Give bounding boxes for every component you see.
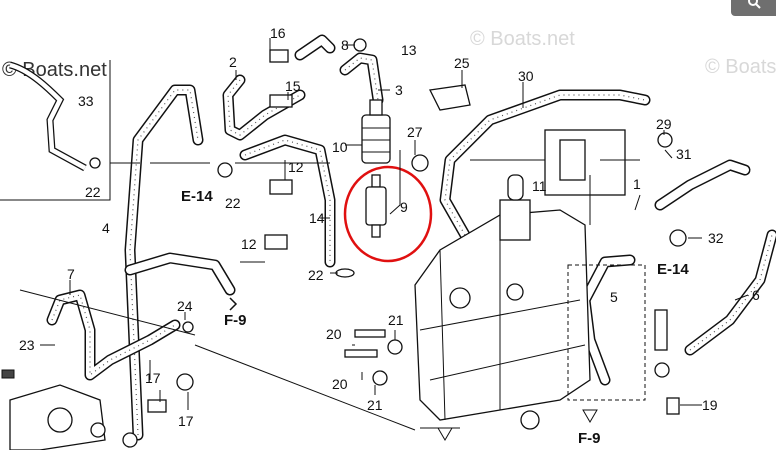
label-17b[interactable]: 17 <box>178 413 194 429</box>
hose-6 <box>684 229 776 356</box>
label-30[interactable]: 30 <box>518 68 534 84</box>
label-10[interactable]: 10 <box>332 139 348 155</box>
clip-29 <box>657 132 673 148</box>
joint <box>654 362 670 378</box>
strainer-10 <box>361 99 391 164</box>
label-21b[interactable]: 21 <box>367 397 383 413</box>
ref-f9-bottom[interactable]: F-9 <box>578 430 601 447</box>
joint-15 <box>269 94 293 108</box>
label-3[interactable]: 3 <box>395 82 403 98</box>
hose-8 <box>294 34 336 61</box>
label-19[interactable]: 19 <box>702 397 718 413</box>
fitting <box>654 309 668 351</box>
label-20b[interactable]: 20 <box>332 376 348 392</box>
clamp-17b <box>176 373 194 391</box>
clamp-13 <box>353 38 367 52</box>
leader-lines <box>19 38 749 431</box>
part-labels: 16 8 13 2 15 33 3 25 30 27 10 29 31 22 2… <box>19 25 760 429</box>
search-button[interactable] <box>731 0 776 16</box>
hose-f9 <box>124 252 236 296</box>
label-21a[interactable]: 21 <box>388 312 404 328</box>
clip-27 <box>411 154 429 172</box>
clip-22b <box>217 162 233 178</box>
arrow-f9 <box>229 297 238 311</box>
clip-22c <box>335 268 355 278</box>
label-13[interactable]: 13 <box>401 42 417 58</box>
bolt-20a <box>354 329 386 338</box>
label-14[interactable]: 14 <box>309 210 325 226</box>
label-16[interactable]: 16 <box>270 25 286 41</box>
label-29[interactable]: 29 <box>656 116 672 132</box>
hose-31 <box>654 159 751 211</box>
label-27[interactable]: 27 <box>407 124 423 140</box>
fitting-16 <box>269 49 289 63</box>
label-22a[interactable]: 22 <box>85 184 101 200</box>
hose-14 <box>239 134 336 268</box>
hose-4 <box>124 84 204 441</box>
label-12b[interactable]: 12 <box>241 236 257 252</box>
label-1[interactable]: 1 <box>633 176 641 192</box>
label-4[interactable]: 4 <box>102 220 110 236</box>
clip-24 <box>182 321 194 333</box>
bracket-25 <box>429 84 471 111</box>
label-9[interactable]: 9 <box>400 199 408 215</box>
label-2[interactable]: 2 <box>229 54 237 70</box>
spacer-11 <box>507 174 524 201</box>
label-11[interactable]: 11 <box>532 178 547 194</box>
clamp-32 <box>669 229 687 247</box>
watermark-center: © Boats.net <box>470 28 575 50</box>
watermark-right: © Boats.net <box>705 56 776 78</box>
label-23[interactable]: 23 <box>19 337 35 353</box>
clamp-12b <box>264 234 288 250</box>
label-7[interactable]: 7 <box>67 266 75 282</box>
arrow-down-2 <box>582 409 598 423</box>
hose-30 <box>439 89 651 241</box>
label-8[interactable]: 8 <box>341 37 349 53</box>
hose-2 <box>222 74 306 141</box>
label-24[interactable]: 24 <box>177 298 193 314</box>
label-20a[interactable]: 20 <box>326 326 342 342</box>
label-22c[interactable]: 22 <box>308 267 324 283</box>
clip-22 <box>89 157 101 169</box>
fuel-filter-9 <box>365 174 387 238</box>
clamp-12a <box>269 179 293 195</box>
label-25[interactable]: 25 <box>454 55 470 71</box>
arrow-down-1 <box>420 427 460 441</box>
highlight-circle <box>343 165 433 263</box>
label-33[interactable]: 33 <box>78 93 94 109</box>
hose-7 <box>46 289 181 381</box>
bolt-23 <box>1 369 15 379</box>
plug <box>520 410 540 430</box>
label-22b[interactable]: 22 <box>225 195 241 211</box>
ref-e14-right[interactable]: E-14 <box>657 261 689 278</box>
label-6[interactable]: 6 <box>752 287 760 303</box>
bolt-20b <box>344 349 378 358</box>
magnifier-icon <box>748 0 761 9</box>
hose-5 <box>579 254 636 386</box>
ref-f9-left[interactable]: F-9 <box>224 312 247 329</box>
hose-3 <box>339 52 384 106</box>
fuel-pump <box>9 384 138 450</box>
clamp-17a <box>147 399 167 413</box>
label-32[interactable]: 32 <box>708 230 724 246</box>
label-17a[interactable]: 17 <box>145 370 161 386</box>
washer-21a <box>387 339 403 355</box>
label-31[interactable]: 31 <box>676 146 692 162</box>
dashed-area <box>567 264 646 401</box>
washer-21b <box>372 370 388 386</box>
label-5[interactable]: 5 <box>610 289 618 305</box>
inset-frame <box>0 60 111 201</box>
bolt-19 <box>666 397 680 415</box>
engine-block <box>414 129 626 421</box>
label-15[interactable]: 15 <box>285 78 301 94</box>
label-12a[interactable]: 12 <box>288 159 304 175</box>
ref-e14-left[interactable]: E-14 <box>181 188 213 205</box>
